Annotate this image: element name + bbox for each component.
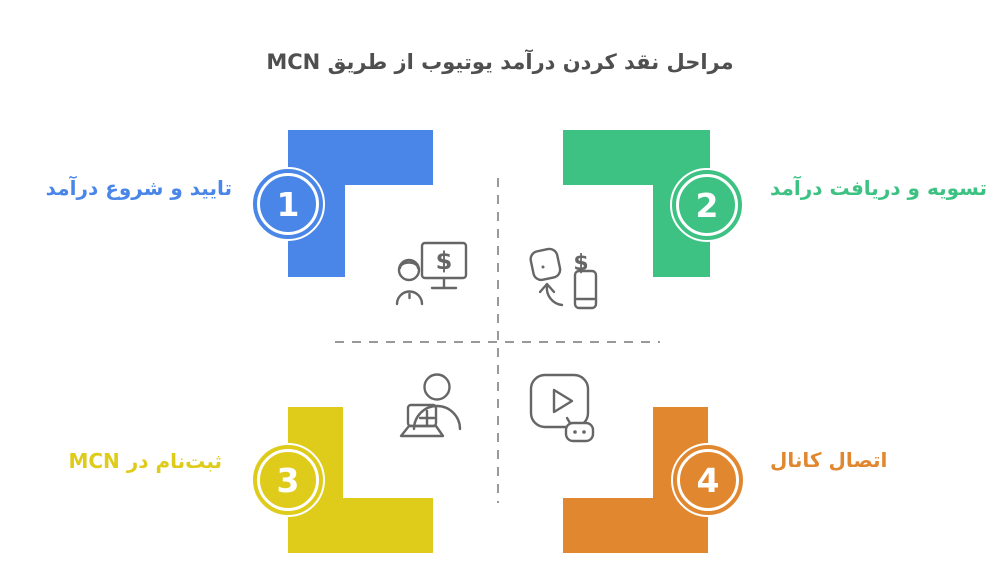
step-2-label: تسویه و دریافت درآمد <box>770 176 987 200</box>
step-3-badge: 3 <box>251 443 325 517</box>
svg-text:$: $ <box>436 247 453 275</box>
step-1-number: 1 <box>276 184 300 224</box>
step-2-badge: 2 <box>670 168 744 242</box>
page-title: مراحل نقد کردن درآمد یوتیوب از طریق MCN <box>266 50 734 74</box>
step-2-number: 2 <box>695 185 719 225</box>
step-4-number: 4 <box>696 460 720 500</box>
step-4-badge: 4 <box>671 443 745 517</box>
step-3-number: 3 <box>276 460 300 500</box>
step-1-badge: 1 <box>251 167 325 241</box>
youtube-channel-bot-icon <box>529 373 595 443</box>
step-3-label: ثبت‌نام در MCN <box>68 449 222 473</box>
person-monitor-dollar-icon: $ <box>395 241 468 306</box>
signup-laptop-icon <box>399 373 462 438</box>
money-transfer-icon: $ <box>529 247 598 310</box>
step-4-label: اتصال کانال <box>770 448 888 472</box>
svg-text:$: $ <box>573 251 588 276</box>
step-1-label: تایید و شروع درآمد <box>45 176 232 200</box>
